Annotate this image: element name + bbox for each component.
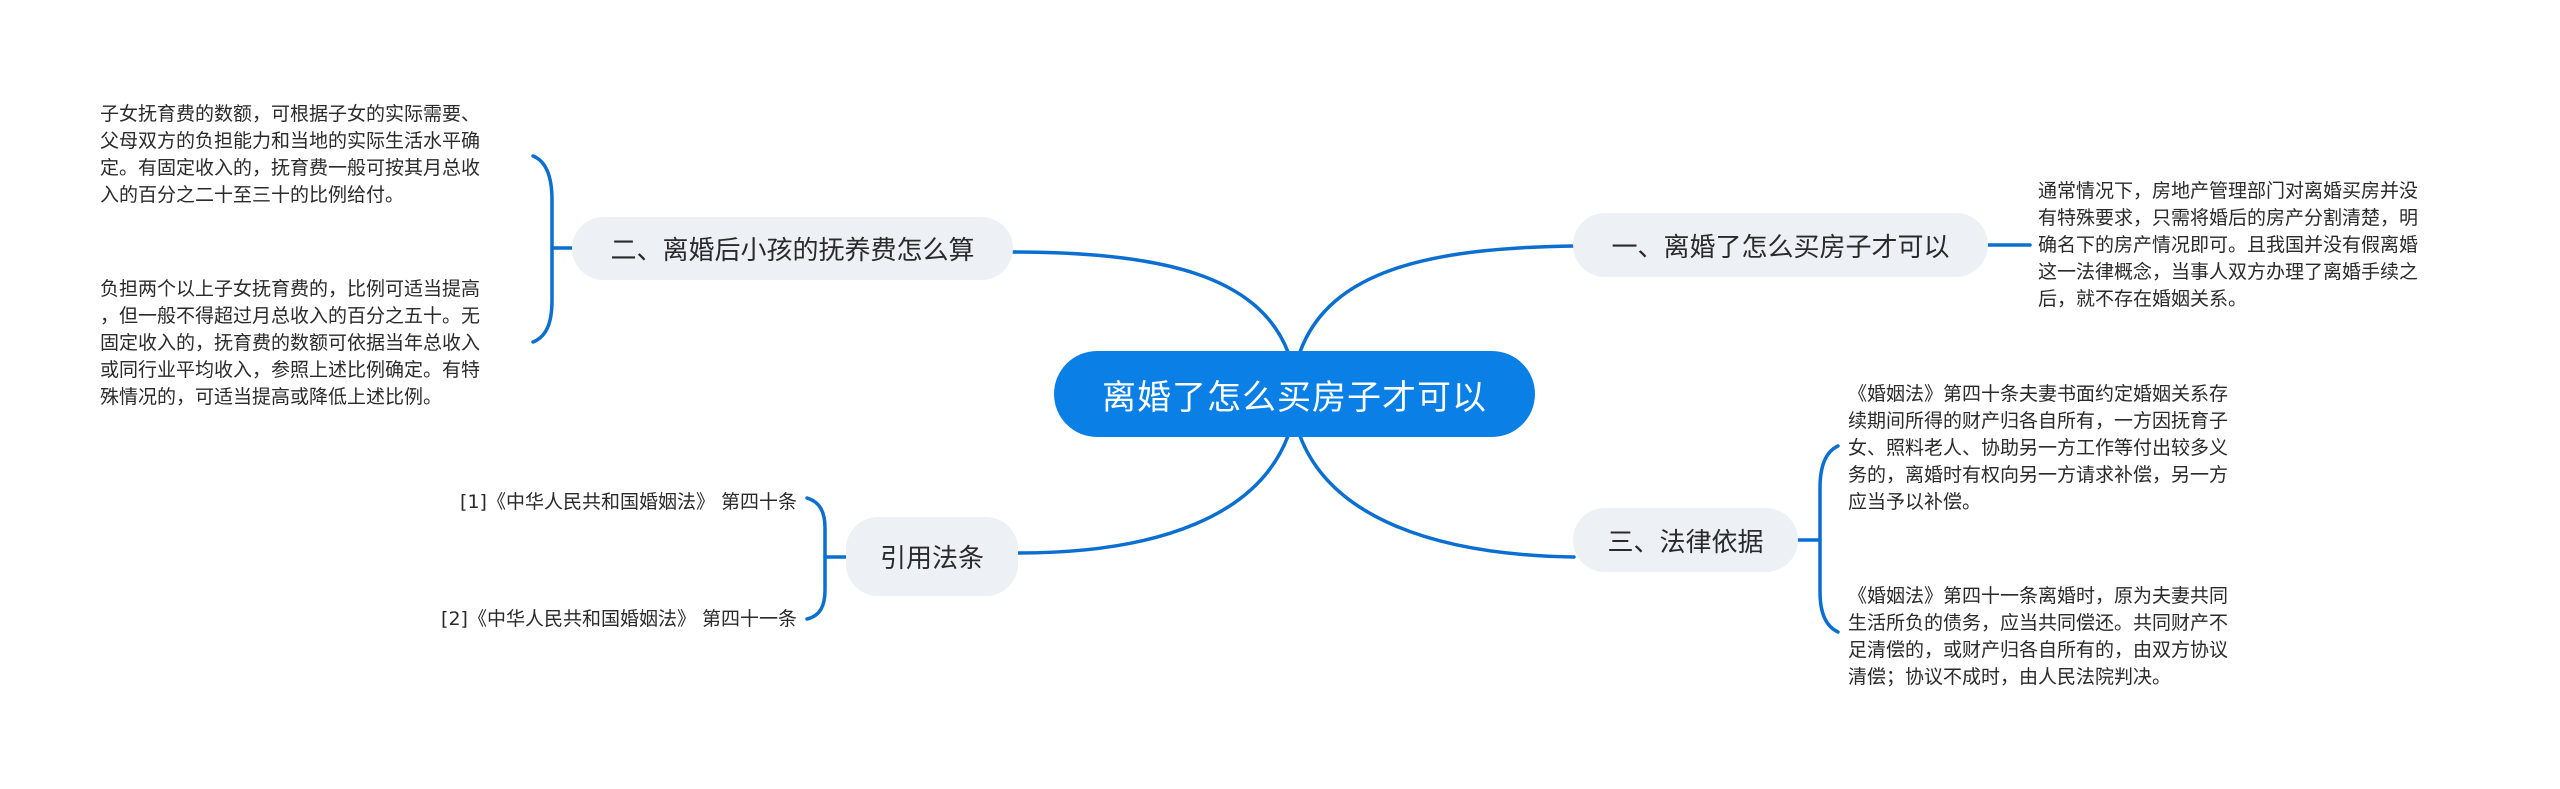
citations-label: 引用法条	[879, 544, 984, 574]
detail-line: 负担两个以上子女抚育费的，比例可适当提高	[100, 278, 481, 300]
topic-two-label: 二、离婚后小孩的抚养费怎么算	[610, 236, 975, 266]
citation-text: [2]《中华人民共和国婚姻法》 第四十一条	[441, 608, 797, 630]
topic-node-three[interactable]: 三、法律依据	[1573, 508, 1798, 572]
citation-text: [1]《中华人民共和国婚姻法》 第四十条	[460, 491, 797, 513]
topic-one-detail: 通常情况下，房地产管理部门对离婚买房并没 有特殊要求，只需将婚后的房产分割清楚，…	[2038, 178, 2468, 313]
bracket-citations	[805, 496, 827, 621]
topic-two-detail-1: 子女抚育费的数额，可根据子女的实际需要、 父母双方的负担能力和当地的实际生活水平…	[100, 101, 530, 209]
detail-line: 《婚姻法》第四十一条离婚时，原为夫妻共同	[1848, 585, 2229, 607]
topic-three-detail-1: 《婚姻法》第四十条夫妻书面约定婚姻关系存 续期间所得的财产归各自所有，一方因抚育…	[1848, 381, 2278, 516]
bracket-topic-two	[531, 154, 554, 344]
detail-line: 续期间所得的财产归各自所有，一方因抚育子	[1848, 410, 2229, 432]
detail-line: 定。有固定收入的，抚育费一般可按其月总收	[100, 157, 481, 179]
detail-line: 子女抚育费的数额，可根据子女的实际需要、	[100, 103, 481, 125]
topic-one-label: 一、离婚了怎么买房子才可以	[1611, 232, 1950, 263]
detail-line: 足清偿的，或财产归各自所有的，由双方协议	[1848, 639, 2229, 661]
detail-line: 有特殊要求，只需将婚后的房产分割清楚，明	[2038, 207, 2419, 229]
detail-line: 应当予以补偿。	[1848, 491, 1982, 513]
detail-line: 固定收入的，抚育费的数额可依据当年总收入	[100, 332, 481, 354]
connector-root-to-topic-one	[1298, 244, 1576, 354]
detail-line: 生活所负的债务，应当共同偿还。共同财产不	[1848, 612, 2229, 634]
topic-node-citations[interactable]: 引用法条	[846, 517, 1018, 596]
topic-three-label: 三、法律依据	[1607, 527, 1764, 558]
detail-line: 清偿；协议不成时，由人民法院判决。	[1848, 666, 2172, 688]
detail-line: 后，就不存在婚姻关系。	[2038, 288, 2248, 310]
connector-root-to-topic-two	[1011, 250, 1290, 354]
root-node[interactable]: 离婚了怎么买房子才可以	[1054, 351, 1535, 437]
citation-item-1[interactable]: [1]《中华人民共和国婚姻法》 第四十条	[460, 489, 797, 515]
detail-line: 务的，离婚时有权向另一方请求补偿，另一方	[1848, 464, 2229, 486]
detail-line: 入的百分之二十至三十的比例给付。	[100, 184, 405, 206]
topic-three-detail-2: 《婚姻法》第四十一条离婚时，原为夫妻共同 生活所负的债务，应当共同偿还。共同财产…	[1848, 583, 2278, 691]
detail-line: 或同行业平均收入，参照上述比例确定。有特	[100, 359, 481, 381]
detail-line: 通常情况下，房地产管理部门对离婚买房并没	[2038, 180, 2419, 202]
detail-line: 确名下的房产情况即可。且我国并没有假离婚	[2038, 234, 2419, 256]
root-node-label: 离婚了怎么买房子才可以	[1102, 377, 1487, 418]
detail-line: 《婚姻法》第四十条夫妻书面约定婚姻关系存	[1848, 383, 2229, 405]
connector-root-to-topic-three	[1298, 434, 1576, 559]
topic-node-two[interactable]: 二、离婚后小孩的抚养费怎么算	[572, 217, 1013, 280]
citation-item-2[interactable]: [2]《中华人民共和国婚姻法》 第四十一条	[441, 606, 797, 632]
bracket-topic-three	[1818, 444, 1840, 634]
topic-node-one[interactable]: 一、离婚了怎么买房子才可以	[1573, 213, 1988, 277]
connector-root-to-citations	[1016, 434, 1290, 555]
detail-line: 殊情况的，可适当提高或降低上述比例。	[100, 386, 443, 408]
detail-line: 女、照料老人、协助另一方工作等付出较多义	[1848, 437, 2229, 459]
detail-line: ，但一般不得超过月总收入的百分之五十。无	[100, 305, 481, 327]
detail-line: 这一法律概念，当事人双方办理了离婚手续之	[2038, 261, 2419, 283]
detail-line: 父母双方的负担能力和当地的实际生活水平确	[100, 130, 481, 152]
topic-two-detail-2: 负担两个以上子女抚育费的，比例可适当提高 ，但一般不得超过月总收入的百分之五十。…	[100, 276, 530, 411]
